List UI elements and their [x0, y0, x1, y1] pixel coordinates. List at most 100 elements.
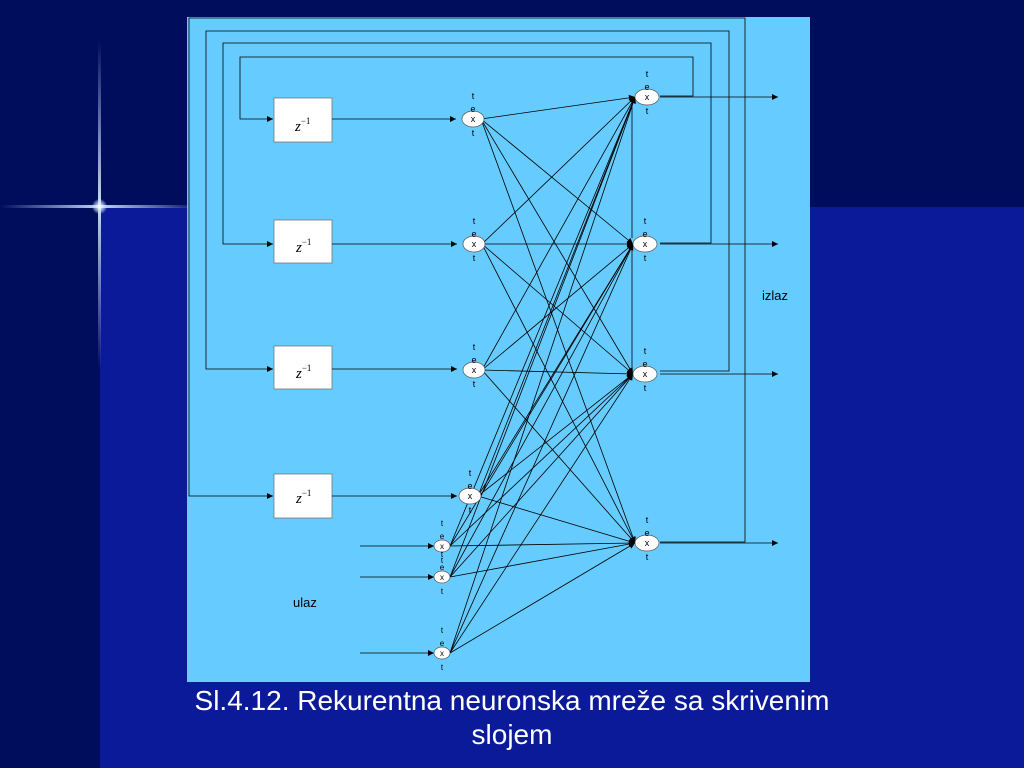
neuron-text: t — [646, 106, 649, 116]
neuron-text: t — [646, 69, 649, 79]
neurons: texttexttexttexttexttexttexttexttexttext… — [433, 69, 660, 672]
neuron-text: t — [441, 626, 444, 635]
neuron-text: x — [643, 369, 648, 379]
caption-line-1: Sl.4.12. Rekurentna neuronska mreže sa s… — [194, 685, 830, 716]
output-arrows — [660, 94, 778, 546]
neuron-body — [634, 534, 660, 552]
neuron-text: t — [644, 383, 647, 393]
neuron-text: x — [468, 491, 473, 501]
neuron-body — [461, 110, 485, 128]
input-label: ulaz — [293, 595, 317, 610]
neuron-body — [462, 235, 486, 253]
neuron-body — [632, 365, 658, 383]
delay-symbol: z — [294, 119, 301, 135]
connection-input-neuron-2-to-output-neuron-4 — [449, 541, 636, 578]
connection-hidden-neuron-4-to-output-neuron-1 — [477, 96, 636, 497]
neuron-body — [634, 88, 660, 106]
neuron-text: e — [440, 532, 445, 541]
neuron-text: t — [472, 128, 475, 138]
neuron-text: x — [471, 114, 476, 124]
neuron-text: t — [473, 253, 476, 263]
svg-text:z−1: z−1 — [295, 363, 311, 382]
neuron-text: t — [473, 379, 476, 389]
sparkle-star-icon — [92, 199, 107, 214]
delay-blocks: z−1 z−1 z−1 z−1 — [273, 97, 457, 519]
neuron-text: x — [472, 239, 477, 249]
delay-exponent: −1 — [301, 116, 311, 126]
neuron-text: x — [645, 538, 650, 548]
delay-symbol: z — [295, 240, 302, 256]
connection-input-neuron-3-to-output-neuron-2 — [449, 243, 634, 654]
figure-caption: Sl.4.12. Rekurentna neuronska mreže sa s… — [100, 684, 924, 752]
connection-hidden-neuron-1-to-output-neuron-4 — [480, 118, 636, 544]
delay-symbol: z — [295, 366, 302, 382]
connection-hidden-neuron-3-to-output-neuron-3 — [481, 369, 634, 377]
delay-symbol: z — [295, 491, 302, 507]
connection-hidden-neuron-1-to-output-neuron-3 — [480, 118, 634, 375]
feedback-loop-2 — [222, 42, 712, 247]
connection-hidden-neuron-3-to-output-neuron-2 — [481, 243, 634, 371]
neuron-text: t — [473, 342, 476, 352]
neuron-text: e — [470, 104, 475, 114]
neuron-text: e — [471, 229, 476, 239]
connection-hidden-neuron-1-to-output-neuron-2 — [480, 118, 634, 245]
neuron-text: t — [441, 519, 444, 528]
feedback-loop-4 — [188, 17, 746, 543]
feedback-loops — [188, 17, 746, 543]
connection-hidden-neuron-1-to-output-neuron-1 — [480, 94, 636, 120]
neuron-text: x — [472, 365, 477, 375]
neuron-text: t — [644, 253, 647, 263]
neuron-text: e — [642, 359, 647, 369]
connection-hidden-neuron-4-to-output-neuron-4 — [477, 495, 636, 545]
connection-input-neuron-3-to-output-neuron-1 — [449, 96, 636, 654]
connection-input-neuron-2-to-output-neuron-3 — [449, 373, 634, 578]
neuron-body — [433, 539, 451, 553]
neuron-text: x — [440, 573, 444, 582]
neuron-text: t — [646, 515, 649, 525]
neuron-text: t — [441, 663, 444, 672]
delay-exponent: −1 — [302, 488, 312, 498]
connection-input-neuron-3-to-output-neuron-3 — [449, 373, 634, 654]
feedback-loop-3 — [205, 30, 730, 372]
neuron-body — [462, 361, 486, 379]
connection-input-neuron-2-to-output-neuron-2 — [449, 243, 634, 578]
neuron-text: e — [440, 639, 445, 648]
neuron-text: t — [469, 468, 472, 478]
connection-hidden-neuron-4-to-output-neuron-3 — [477, 373, 634, 497]
feedback-loop-1 — [239, 56, 694, 122]
neuron-body — [632, 235, 658, 253]
background-left-band — [0, 207, 100, 768]
connection-input-neuron-1-to-output-neuron-1 — [449, 96, 636, 547]
caption-line-2: slojem — [471, 719, 553, 750]
neuron-text: e — [644, 528, 649, 538]
svg-text:z−1: z−1 — [294, 116, 310, 135]
neuron-text: e — [644, 82, 649, 92]
neuron-text: t — [646, 552, 649, 562]
connection-hidden-neuron-2-to-output-neuron-3 — [481, 243, 634, 375]
neuron-text: x — [645, 92, 650, 102]
delay-exponent: −1 — [302, 363, 312, 373]
neuron-body — [458, 487, 482, 505]
neuron-text: t — [472, 91, 475, 101]
connection-input-neuron-1-to-output-neuron-3 — [449, 373, 634, 547]
neuron-text: t — [644, 216, 647, 226]
connection-hidden-neuron-3-to-output-neuron-1 — [481, 96, 636, 371]
neuron-text: t — [441, 556, 444, 565]
delay-exponent: −1 — [302, 237, 312, 247]
neuron-text: x — [440, 649, 444, 658]
connection-hidden-neuron-2-to-output-neuron-4 — [481, 243, 636, 544]
svg-text:z−1: z−1 — [295, 237, 311, 256]
neuron-text: t — [644, 346, 647, 356]
connections — [449, 94, 636, 654]
neuron-text: e — [467, 481, 472, 491]
